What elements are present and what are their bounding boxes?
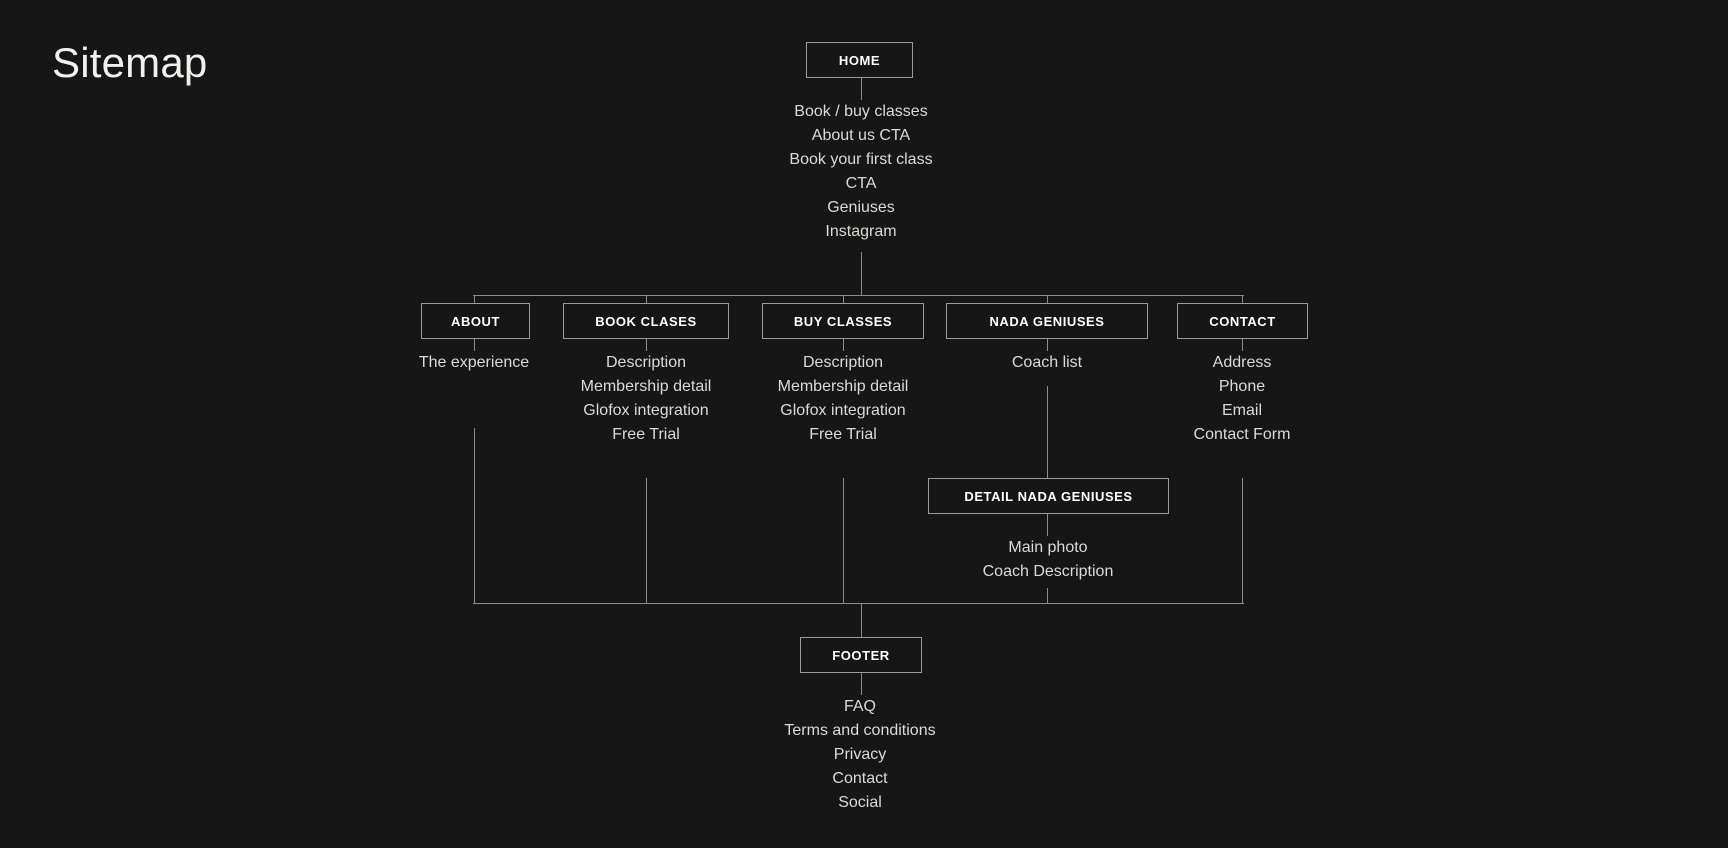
child-item: Email: [1221, 402, 1262, 419]
node-nada-geniuses[interactable]: NADA GENIUSES: [946, 303, 1148, 339]
node-home[interactable]: HOME: [806, 42, 913, 78]
line-detail-children-to-footer-bus: [1047, 588, 1048, 603]
line-footer-to-children: [861, 673, 862, 695]
child-item: Glofox integration: [583, 402, 709, 419]
child-item: CTA: [845, 175, 877, 192]
child-item: Privacy: [833, 746, 887, 763]
line-detail-to-children: [1047, 514, 1048, 536]
line-buy-classes-to-footer-bus: [843, 478, 844, 603]
node-buy-classes[interactable]: BUY CLASSES: [762, 303, 924, 339]
node-buy-classes-label: BUY CLASSES: [793, 313, 893, 329]
children-book-clases: Description Membership detail Glofox int…: [546, 351, 746, 447]
node-home-label: HOME: [838, 52, 881, 68]
node-book-clases-label: BOOK CLASES: [595, 313, 697, 329]
node-contact-label: CONTACT: [1209, 313, 1276, 329]
child-item: Terms and conditions: [784, 722, 936, 739]
child-item: Coach Description: [982, 563, 1114, 580]
children-buy-classes: Description Membership detail Glofox int…: [743, 351, 943, 447]
line-about-to-footer-bus: [474, 428, 475, 603]
child-item: Book / buy classes: [794, 103, 928, 120]
children-contact: Address Phone Email Contact Form: [1142, 351, 1342, 447]
node-about[interactable]: ABOUT: [421, 303, 530, 339]
child-item: About us CTA: [811, 127, 911, 144]
line-bus-to-contact: [1242, 295, 1243, 303]
child-item: Description: [605, 354, 687, 371]
child-item: Social: [838, 794, 882, 811]
node-detail-nada-geniuses[interactable]: DETAIL NADA GENIUSES: [928, 478, 1169, 514]
child-item: Glofox integration: [780, 402, 906, 419]
child-item: Membership detail: [580, 378, 712, 395]
line-home-to-children: [861, 78, 862, 100]
node-contact[interactable]: CONTACT: [1177, 303, 1308, 339]
child-item: Phone: [1218, 378, 1266, 395]
line-bus-to-nada-geniuses: [1047, 295, 1048, 303]
children-detail-nada-geniuses: Main photo Coach Description: [948, 536, 1148, 584]
node-book-clases[interactable]: BOOK CLASES: [563, 303, 729, 339]
line-bus-to-buy-classes: [843, 295, 844, 303]
node-nada-geniuses-label: NADA GENIUSES: [989, 313, 1105, 329]
line-footer-bus: [473, 603, 1244, 604]
node-detail-nada-geniuses-label: DETAIL NADA GENIUSES: [964, 488, 1133, 504]
child-item: Address: [1212, 354, 1272, 371]
child-item: The experience: [418, 354, 530, 371]
line-bus-to-about: [474, 295, 475, 303]
node-footer[interactable]: FOOTER: [800, 637, 922, 673]
child-item: Description: [802, 354, 884, 371]
child-item: Main photo: [1008, 539, 1088, 556]
child-item: Contact: [832, 770, 888, 787]
node-footer-label: FOOTER: [832, 647, 890, 663]
child-item: Free Trial: [612, 426, 680, 443]
children-home: Book / buy classes About us CTA Book you…: [761, 100, 961, 244]
child-item: Instagram: [825, 223, 897, 240]
line-contact-to-footer-bus: [1242, 478, 1243, 603]
child-item: Coach list: [1011, 354, 1083, 371]
child-item: Membership detail: [777, 378, 909, 395]
line-book-clases-to-footer-bus: [646, 478, 647, 603]
page-title: Sitemap: [52, 39, 208, 86]
line-home-to-bus: [861, 252, 862, 295]
child-item: FAQ: [843, 698, 876, 715]
line-top-bus: [473, 295, 1244, 296]
children-nada-geniuses: Coach list: [947, 351, 1147, 375]
child-item: Free Trial: [809, 426, 877, 443]
children-footer: FAQ Terms and conditions Privacy Contact…: [760, 695, 960, 815]
line-footer-bus-to-footer: [861, 603, 862, 637]
children-about: The experience: [374, 351, 574, 375]
child-item: Book your first class: [789, 151, 933, 168]
child-item: Geniuses: [827, 199, 895, 216]
line-coach-list-to-detail: [1047, 386, 1048, 478]
node-about-label: ABOUT: [451, 313, 500, 329]
child-item: Contact Form: [1193, 426, 1291, 443]
line-bus-to-book-clases: [646, 295, 647, 303]
